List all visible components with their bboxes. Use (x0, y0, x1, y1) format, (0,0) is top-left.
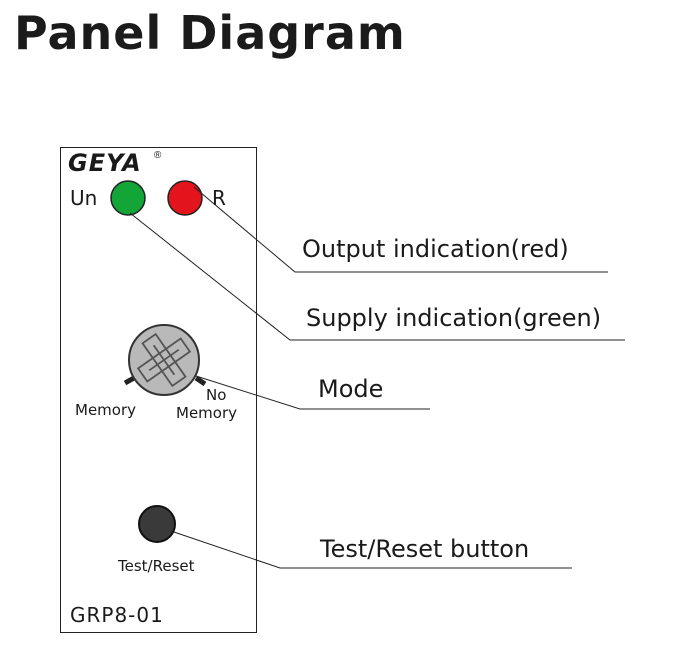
test-reset-button (138, 505, 176, 543)
page-title: Panel Diagram (14, 6, 406, 60)
mode-leader-line (195, 375, 430, 410)
relay-panel (60, 147, 257, 633)
brand-logo: GEYA (68, 149, 142, 177)
no-label: No (206, 386, 227, 404)
output-leader-line (193, 186, 608, 273)
model-number: GRP8-01 (70, 603, 164, 627)
output-led (167, 180, 203, 216)
no-memory-label: Memory (176, 404, 238, 422)
supply-indication-label: Supply indication(green) (306, 304, 602, 332)
mode-label: Mode (318, 375, 384, 403)
button-leader-line (170, 530, 572, 569)
un-label: Un (70, 186, 98, 210)
registered-mark: ® (154, 150, 162, 161)
test-reset-label: Test/Reset (118, 557, 195, 575)
supply-led (110, 180, 146, 216)
r-label: R (212, 186, 226, 210)
memory-label: Memory (75, 401, 137, 419)
output-indication-label: Output indication(red) (302, 235, 569, 263)
supply-leader-line (129, 212, 625, 341)
test-reset-button-label: Test/Reset button (320, 535, 530, 563)
mode-knob (123, 324, 207, 396)
